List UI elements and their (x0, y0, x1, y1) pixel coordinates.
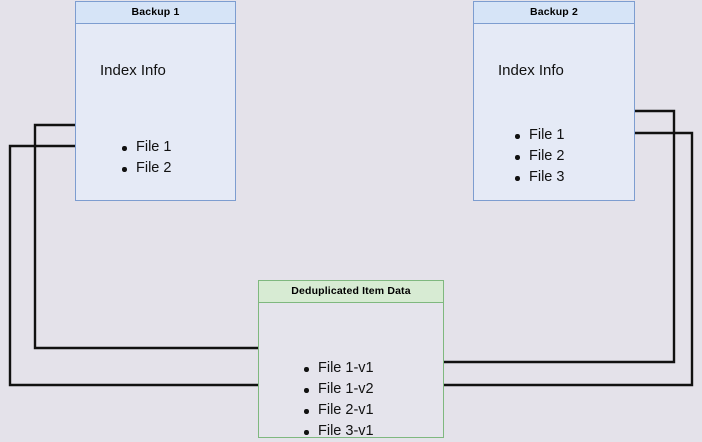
list-item: File 1 (512, 125, 564, 146)
node-backup-2-header: Backup 2 (474, 2, 634, 24)
index-info-label-2: Index Info (498, 62, 564, 79)
node-deduplicated-item-data-header: Deduplicated Item Data (259, 281, 443, 303)
list-item: File 3-v1 (301, 421, 374, 442)
node-backup-1-header: Backup 1 (76, 2, 235, 24)
backup-1-file-list: File 1 File 2 (119, 137, 171, 179)
dedup-item-list: File 1-v1 File 1-v2 File 2-v1 File 3-v1 (301, 358, 374, 442)
list-item: File 1-v1 (301, 358, 374, 379)
node-backup-2[interactable]: Backup 2 Index Info File 1 File 2 File 3 (473, 1, 635, 201)
list-item: File 2-v1 (301, 400, 374, 421)
node-backup-1[interactable]: Backup 1 Index Info File 1 File 2 (75, 1, 236, 201)
list-item: File 1 (119, 137, 171, 158)
list-item: File 2 (119, 158, 171, 179)
index-info-label-1: Index Info (100, 62, 166, 79)
node-deduplicated-item-data[interactable]: Deduplicated Item Data File 1-v1 File 1-… (258, 280, 444, 439)
list-item: File 3 (512, 167, 564, 188)
backup-2-file-list: File 1 File 2 File 3 (512, 125, 564, 188)
list-item: File 1-v2 (301, 379, 374, 400)
list-item: File 2 (512, 146, 564, 167)
